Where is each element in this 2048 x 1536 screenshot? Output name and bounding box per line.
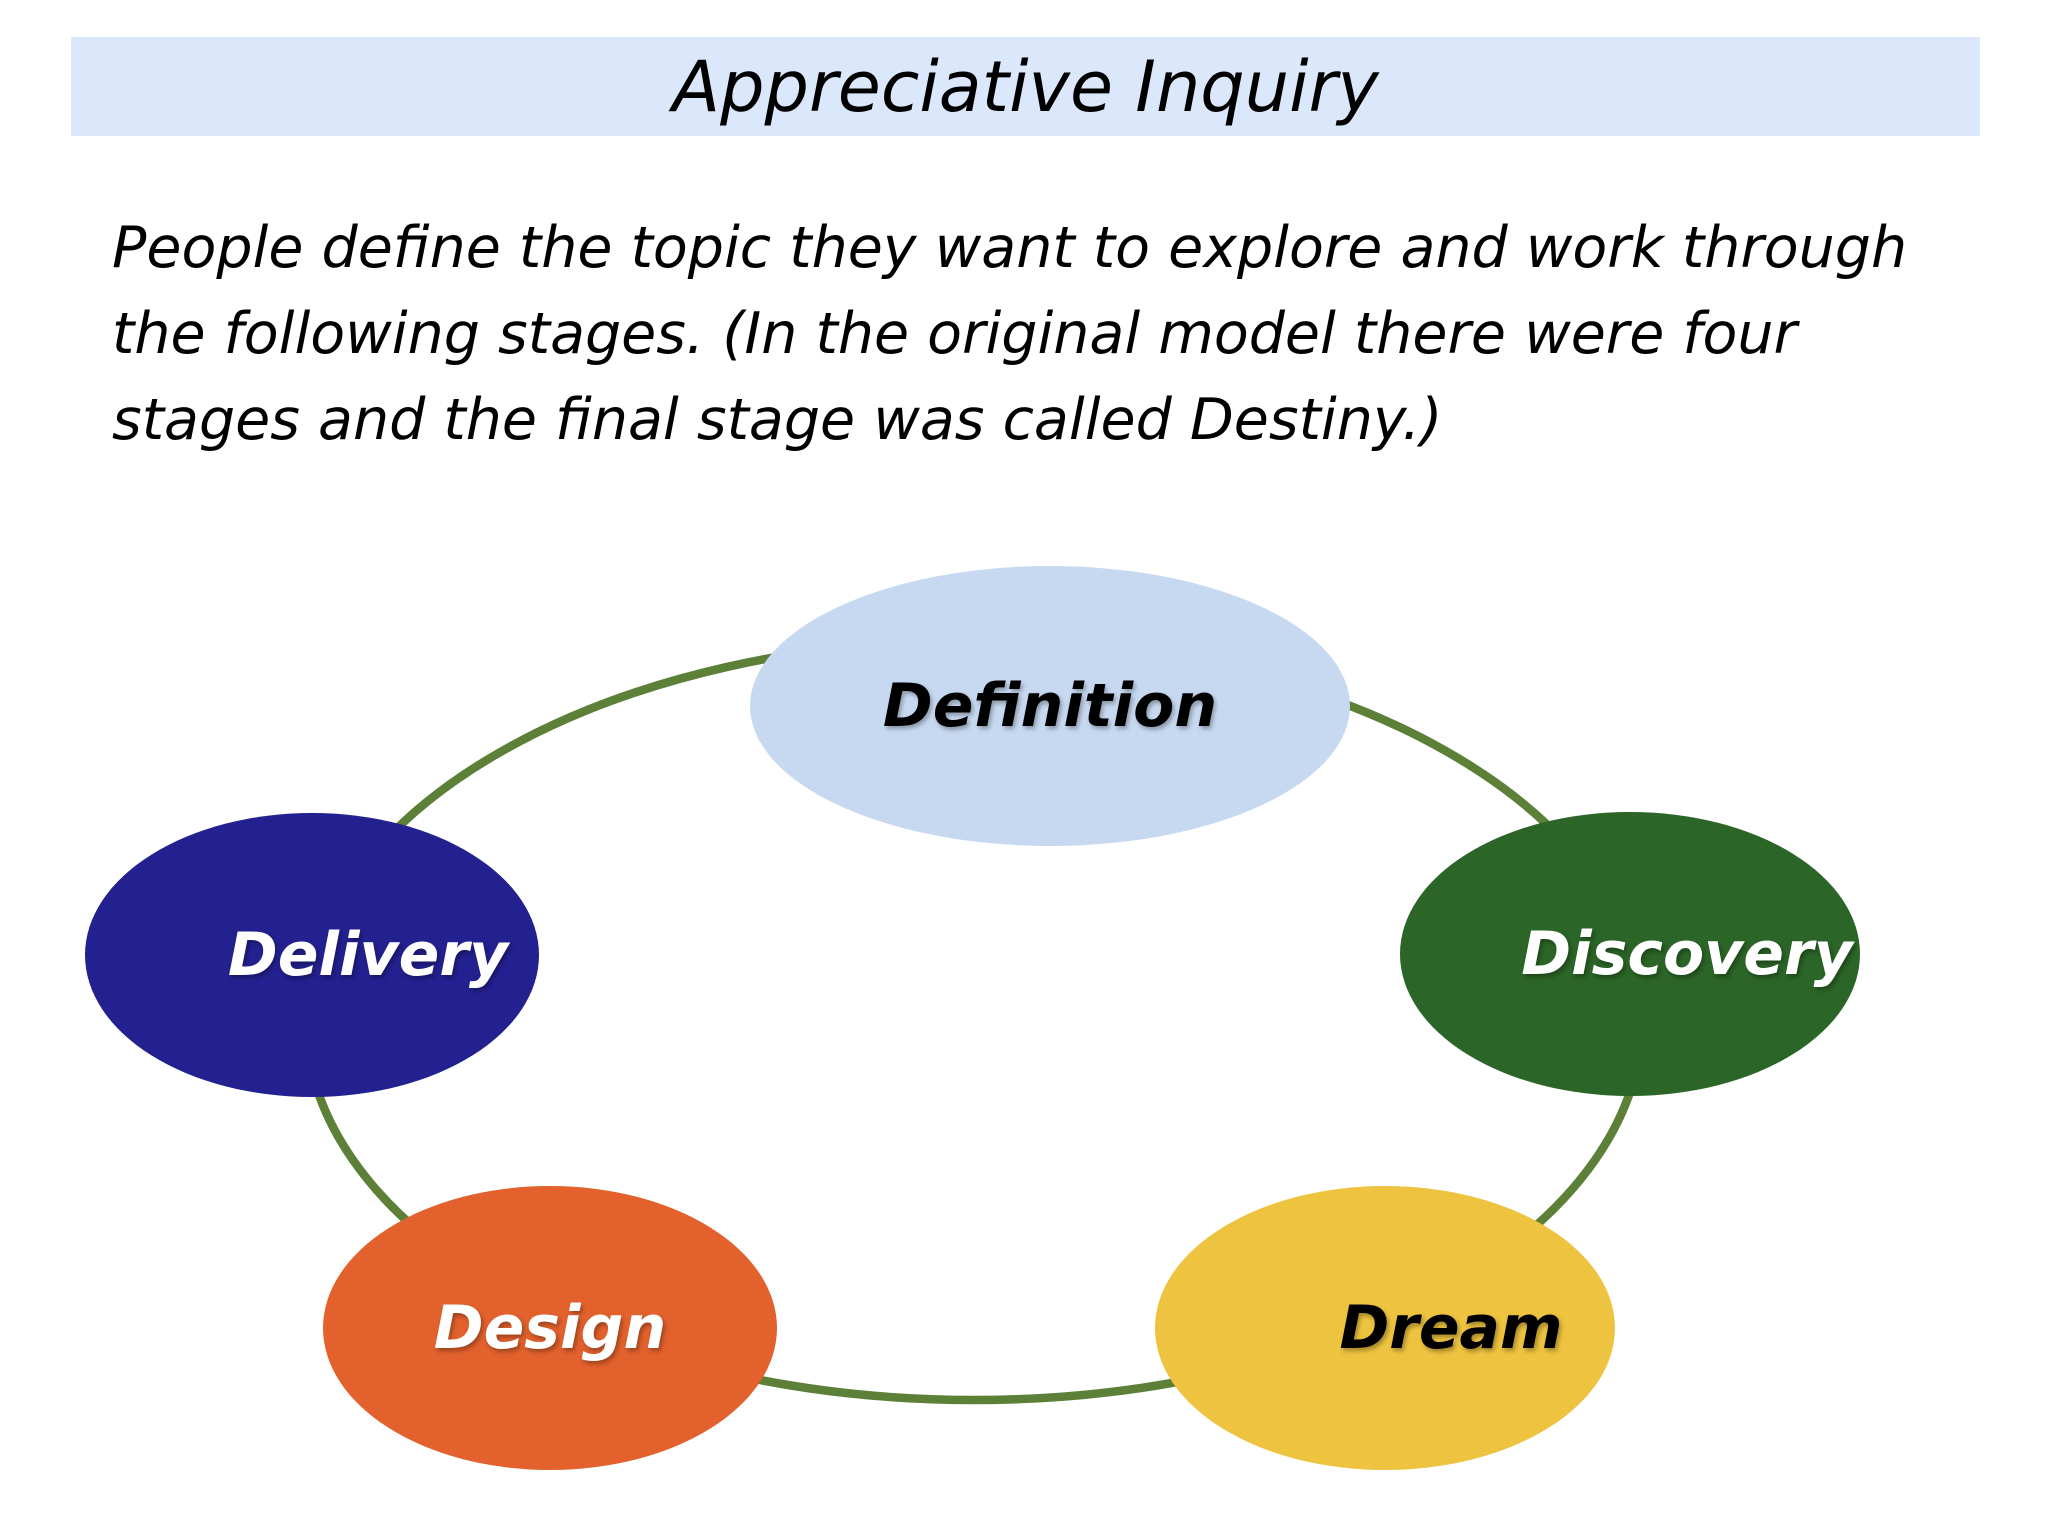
stage-ellipse-design: Design: [323, 1186, 777, 1470]
stage-label-discovery: Discovery: [1521, 919, 1853, 989]
intro-line: stages and the final stage was called De…: [112, 387, 1443, 453]
stage-ellipse-discovery: Discovery: [1400, 812, 1860, 1096]
stage-label-dream: Dream: [1339, 1293, 1563, 1363]
stage-label-design: Design: [433, 1293, 667, 1363]
stage-label-delivery: Delivery: [227, 920, 509, 990]
page-title: Appreciative Inquiry: [672, 45, 1379, 128]
title-bar: Appreciative Inquiry: [71, 37, 1980, 136]
stage-ellipse-definition: Definition: [750, 566, 1350, 846]
stage-ellipse-dream: Dream: [1155, 1186, 1615, 1470]
stage-label-definition: Definition: [882, 671, 1218, 741]
stage-ellipse-delivery: Delivery: [85, 813, 539, 1097]
intro-paragraph: People define the topic they want to exp…: [112, 205, 1972, 463]
intro-line: the following stages. (In the original m…: [112, 301, 1797, 367]
intro-line: People define the topic they want to exp…: [112, 215, 1908, 281]
